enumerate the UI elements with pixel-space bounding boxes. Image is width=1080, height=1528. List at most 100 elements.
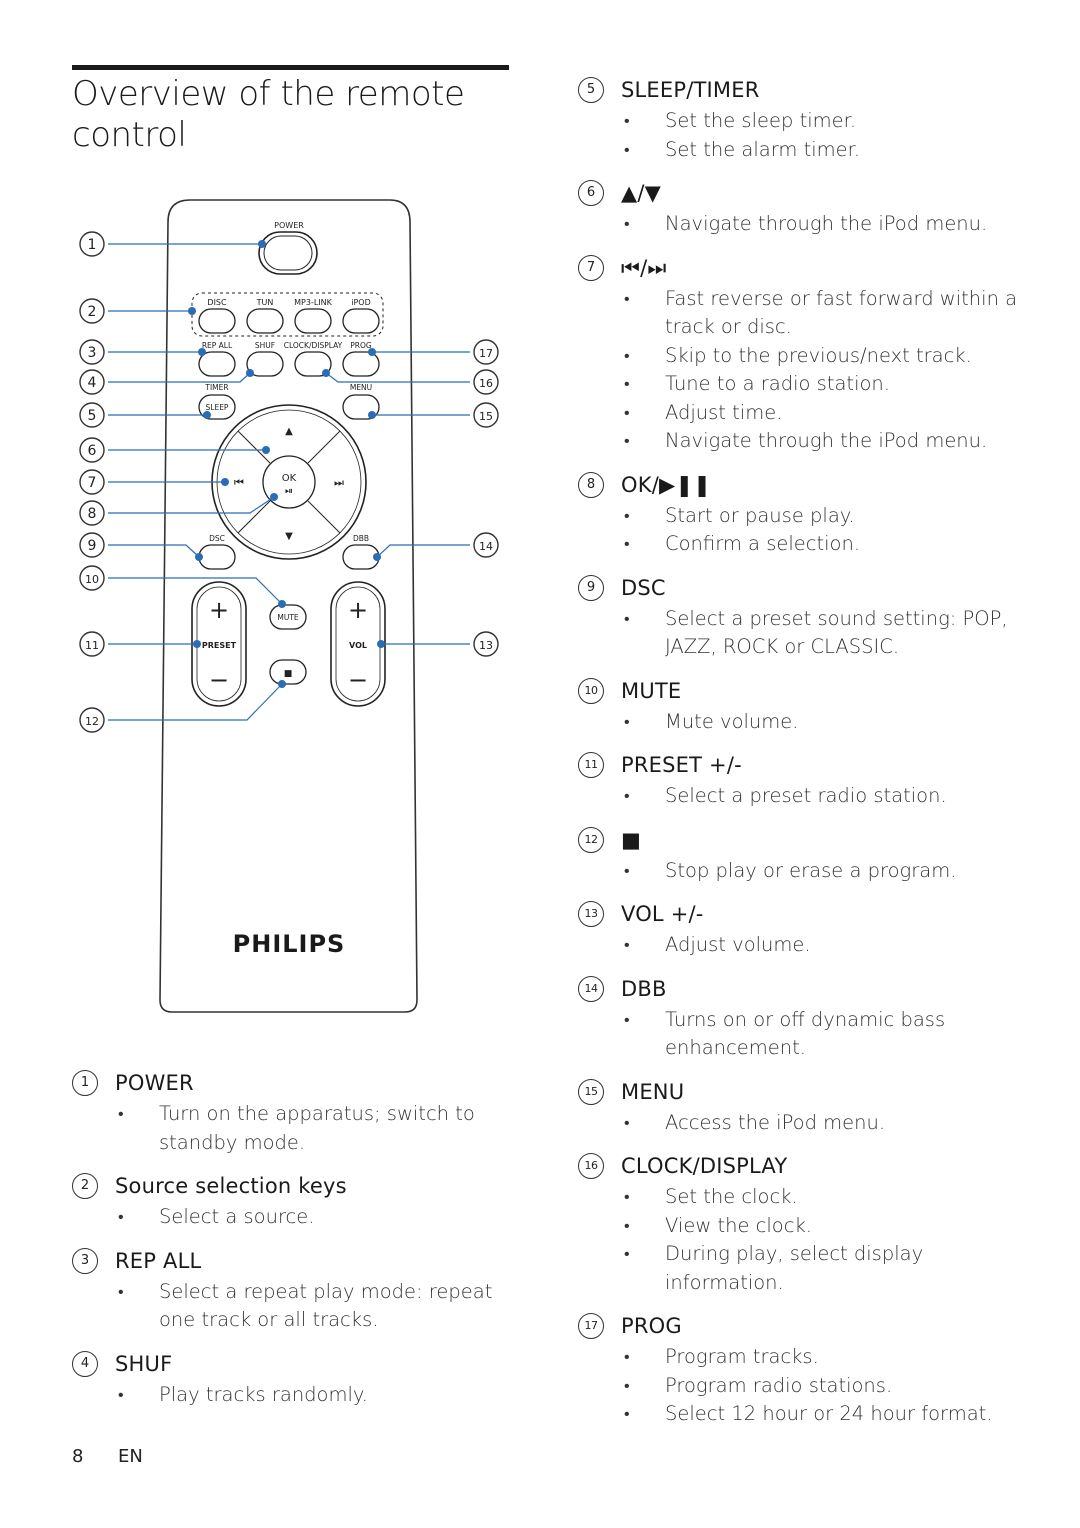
bullet-item: View the clock. [578, 1212, 1038, 1241]
clockdisplay-button[interactable] [294, 351, 332, 377]
entry-bullets: Select a preset sound setting: POP, JAZZ… [578, 605, 1038, 662]
down-icon: ▼ [285, 531, 293, 542]
entry-bullets: Mute volume. [578, 708, 1038, 737]
entry-label: VOL +/- [621, 902, 704, 926]
callout-number: 4 [88, 375, 97, 391]
entry-bullets: Adjust volume. [578, 931, 1038, 960]
svg-text:iPOD: iPOD [351, 298, 371, 307]
title-rule [72, 65, 509, 70]
mp3link-button[interactable] [294, 308, 332, 334]
bullet-item: During play, select display information. [578, 1240, 1038, 1297]
prog-button[interactable] [342, 351, 380, 377]
callout-circle [79, 369, 105, 395]
callout-circle [473, 369, 499, 395]
entry-number: 13 [578, 901, 604, 927]
svg-text:CLOCK/DISPLAY: CLOCK/DISPLAY [284, 341, 343, 350]
entry-number: 6 [578, 180, 604, 206]
bullet-item: Start or pause play. [578, 502, 1038, 531]
entry-bullets: Program tracks.Program radio stations.Se… [578, 1343, 1038, 1429]
svg-text:VOL: VOL [349, 641, 367, 650]
callout-number: 6 [88, 443, 97, 459]
entry-number: 7 [578, 254, 604, 281]
tun-button[interactable] [246, 308, 284, 334]
bullet-item: Select a repeat play mode: repeat one tr… [72, 1278, 512, 1335]
entry-bullets: Turns on or off dynamic bass enhancement… [578, 1006, 1038, 1063]
bullet-item: Stop play or erase a program. [578, 857, 1038, 886]
entry-label: PRESET +/- [621, 753, 742, 777]
bullet-item: Select 12 hour or 24 hour format. [578, 1400, 1038, 1429]
bullet-item: Turn on the apparatus; switch to standby… [72, 1100, 512, 1157]
brand-logo: PHILIPS [233, 930, 346, 958]
entry-bullets: Fast reverse or fast forward within a tr… [578, 285, 1038, 456]
page-title: Overview of the remote control [72, 74, 465, 155]
shuf-button[interactable] [246, 351, 284, 377]
entry: 7⏮/⏭Fast reverse or fast forward within … [578, 253, 1038, 456]
callout-number: 14 [479, 540, 493, 553]
svg-text:+: + [209, 596, 229, 624]
callout-circle [79, 707, 105, 733]
callout-number: 7 [88, 475, 97, 491]
ipod-button[interactable] [342, 308, 380, 334]
mute-button[interactable] [269, 604, 307, 630]
bullet-item: Navigate through the iPod menu. [578, 427, 1038, 456]
svg-text:PROG: PROG [350, 341, 372, 350]
entry: 1POWERTurn on the apparatus; switch to s… [72, 1068, 512, 1157]
bullet-item: Play tracks randomly. [72, 1381, 512, 1410]
entry-label: SHUF [115, 1351, 173, 1376]
entry-number: 8 [578, 471, 604, 498]
playpause-icon: ⏯ [285, 486, 293, 497]
callout-number: 1 [88, 237, 97, 253]
entry: 15MENUAccess the iPod menu. [578, 1077, 1038, 1138]
entry-number: 14 [578, 975, 604, 1002]
callout-circle [79, 402, 105, 428]
stop-button[interactable] [269, 659, 307, 685]
entry-label: DBB [621, 976, 667, 1001]
bullet-item: Access the iPod menu. [578, 1109, 1038, 1138]
callout-number: 2 [88, 304, 97, 320]
callout-circle [79, 565, 105, 591]
entry-bullets: Set the clock.View the clock.During play… [578, 1183, 1038, 1297]
entry-bullets: Stop play or erase a program. [578, 857, 1038, 886]
entry: 10MUTEMute volume. [578, 676, 1038, 737]
power-button[interactable] [258, 231, 318, 275]
repall-button[interactable] [198, 351, 236, 377]
callout-number: 3 [88, 345, 97, 361]
entry: 4SHUFPlay tracks randomly. [72, 1349, 512, 1410]
callout-circle [79, 339, 105, 365]
svg-text:MENU: MENU [350, 383, 372, 392]
entries-left: 1POWERTurn on the apparatus; switch to s… [72, 1068, 512, 1423]
disc-button[interactable] [198, 308, 236, 334]
entry-label: REP ALL [115, 1248, 202, 1273]
callout-circle [473, 532, 499, 558]
callout-number: 13 [479, 639, 493, 652]
callout-circle [79, 231, 105, 257]
bullet-item: Mute volume. [578, 708, 1038, 737]
entry-label: ■ [621, 827, 642, 852]
entry-number: 10 [578, 677, 604, 704]
svg-text:DSC: DSC [209, 534, 225, 543]
svg-text:PRESET: PRESET [202, 641, 237, 650]
callout-number: 10 [85, 573, 99, 586]
svg-text:SLEEP: SLEEP [206, 403, 229, 412]
entry: 17PROGProgram tracks.Program radio stati… [578, 1311, 1038, 1429]
entry-number: 16 [578, 1153, 604, 1179]
callout-dots [188, 240, 385, 688]
callout-circle [473, 402, 499, 428]
entry-number: 1 [72, 1070, 98, 1096]
callout-number: 17 [479, 347, 493, 360]
svg-text:TIMER: TIMER [204, 383, 228, 392]
prev-icon: ⏮ [234, 476, 244, 489]
svg-text:MUTE: MUTE [277, 613, 299, 622]
entry-number: 17 [578, 1313, 604, 1339]
callout-number: 8 [88, 506, 97, 522]
entry: 14 DBB Turns on or off dynamic bass enhanc… [578, 974, 1038, 1063]
page-number: 8 [72, 1446, 84, 1467]
entry-bullets: Set the sleep timer.Set the alarm timer. [578, 107, 1038, 164]
dsc-button[interactable] [198, 544, 236, 570]
next-icon: ⏭ [334, 476, 344, 489]
callout-circle [473, 339, 499, 365]
